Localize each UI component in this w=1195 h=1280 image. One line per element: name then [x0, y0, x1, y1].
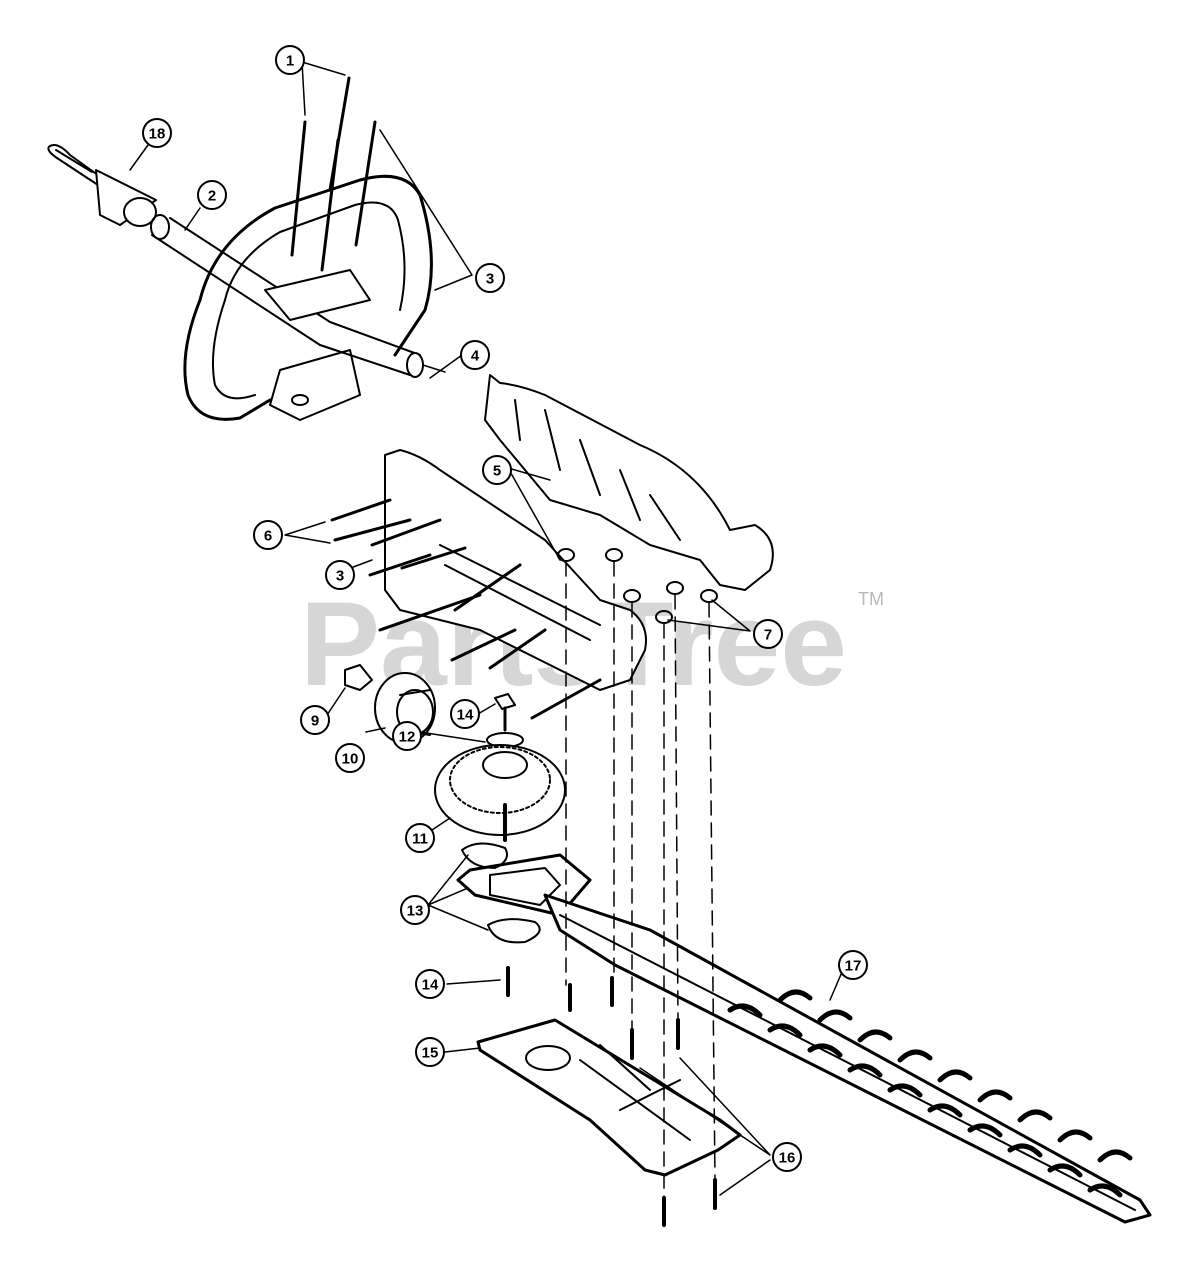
callout-label: 2: [208, 188, 216, 205]
callout-label: 5: [493, 463, 501, 480]
callout-9: 9: [300, 705, 330, 735]
callout-label: 3: [486, 271, 494, 288]
part-loop-handle: [183, 174, 433, 421]
callout-circle: [253, 520, 283, 550]
callout-circle: [475, 263, 505, 293]
callout-circle: [460, 340, 490, 370]
part-guard: [476, 1018, 742, 1177]
callout-label: 1: [286, 53, 294, 70]
callout-18: 18: [142, 118, 172, 148]
callout-3: 3: [325, 560, 355, 590]
callout-16: 16: [772, 1142, 802, 1172]
callout-circle: [325, 560, 355, 590]
callout-1: 1: [275, 45, 305, 75]
callout-circle: [275, 45, 305, 75]
callout-5: 5: [482, 455, 512, 485]
callout-label: 14: [457, 707, 474, 724]
alignment-lines: [565, 561, 716, 1199]
callout-circle: [772, 1142, 802, 1172]
callout-2: 2: [197, 180, 227, 210]
part-pinion: [344, 664, 373, 691]
callout-label: 17: [845, 958, 862, 975]
callout-circle: [197, 180, 227, 210]
part-housing-screws: [330, 498, 602, 720]
callout-circle: [450, 699, 480, 729]
callout-label: 11: [412, 831, 428, 848]
callout-circle: [415, 969, 445, 999]
callout-label: 3: [336, 568, 344, 585]
callout-circle: [838, 950, 868, 980]
part-handle-screws: [290, 76, 377, 272]
part-blade: [543, 893, 1152, 1224]
callout-label: 9: [311, 713, 319, 730]
callout-4: 4: [460, 340, 490, 370]
callout-circle: [400, 895, 430, 925]
callout-circle: [415, 1037, 445, 1067]
callout-6: 6: [253, 520, 283, 550]
watermark-trademark: TM: [858, 589, 884, 609]
callout-circle: [300, 705, 330, 735]
part-bottom-screws: [506, 966, 717, 1227]
callout-11: 11: [405, 823, 435, 853]
callout-label: 15: [422, 1045, 439, 1062]
callout-circle: [753, 619, 783, 649]
callout-label: 6: [264, 528, 272, 545]
callout-13: 13: [400, 895, 430, 925]
callout-circle: [392, 721, 422, 751]
callout-12: 12: [392, 721, 422, 751]
callout-label: 18: [149, 126, 166, 143]
callout-14: 14: [450, 699, 480, 729]
callout-label: 13: [407, 903, 424, 920]
callout-14: 14: [415, 969, 445, 999]
part-nuts: [557, 548, 718, 624]
callout-circle: [142, 118, 172, 148]
callout-circle: [405, 823, 435, 853]
part-gear: [434, 744, 566, 842]
callout-label: 14: [422, 977, 439, 994]
callout-label: 10: [342, 751, 359, 768]
part-drive-tube: [319, 321, 446, 378]
callout-3: 3: [475, 263, 505, 293]
callout-label: 12: [399, 729, 416, 746]
callout-10: 10: [335, 743, 365, 773]
callout-7: 7: [753, 619, 783, 649]
callout-15: 15: [415, 1037, 445, 1067]
callout-circle: [335, 743, 365, 773]
callout-circle: [482, 455, 512, 485]
callout-label: 7: [764, 627, 772, 644]
callout-17: 17: [838, 950, 868, 980]
part-hanger-grip: [47, 144, 157, 227]
part-gear-housing: [384, 374, 774, 691]
part-bolt-top: [494, 693, 516, 732]
callout-label: 4: [471, 348, 480, 365]
callout-label: 16: [779, 1150, 796, 1167]
